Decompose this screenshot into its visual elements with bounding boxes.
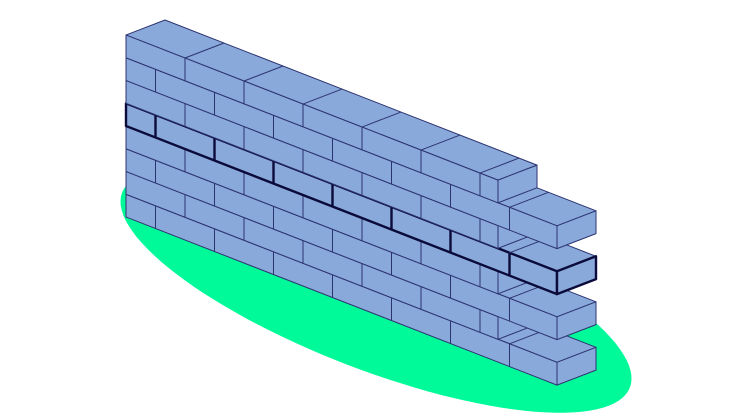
brick-top-seam bbox=[184, 42, 225, 59]
brick-wall bbox=[124, 19, 598, 386]
brick-top-seam bbox=[420, 134, 461, 151]
brick-end-cap bbox=[556, 210, 597, 250]
brick-top-seam bbox=[302, 88, 343, 105]
brick-end-cap bbox=[497, 164, 538, 204]
brick-end-cap bbox=[555, 255, 598, 296]
brick-row bbox=[125, 19, 538, 204]
brick-end-cap bbox=[556, 301, 597, 341]
brick-end-cap bbox=[556, 346, 597, 386]
brick-top-seam bbox=[479, 157, 520, 174]
brick-top-seam bbox=[361, 111, 402, 128]
brick-top-seam bbox=[243, 65, 284, 82]
brick-top-seam bbox=[509, 191, 549, 208]
